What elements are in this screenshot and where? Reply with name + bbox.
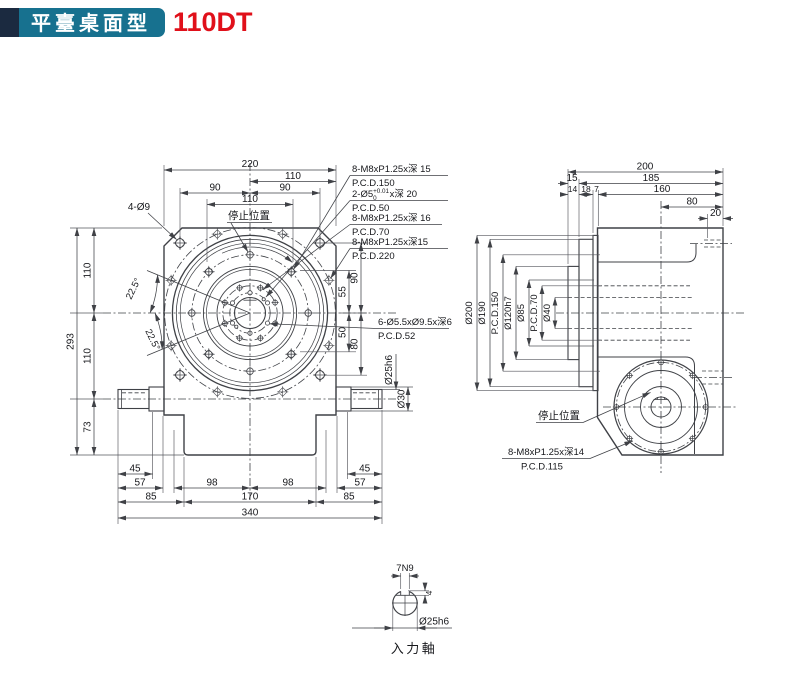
note-pcd52: P.C.D.52 — [378, 331, 415, 342]
dim-20: 20 — [710, 208, 722, 219]
front-labels: 停止位置 4-Ø9 8-M8xP1.25x深 15 P.C.D.150 2-Ø5… — [128, 164, 452, 342]
corner-holes-label: 4-Ø9 — [128, 202, 151, 213]
side-centerlines — [556, 201, 744, 473]
detail-dimensions: 7N9 4 Ø25h6 — [352, 563, 452, 631]
dim-50: 50 — [338, 326, 349, 338]
dim-45-left: 45 — [129, 463, 141, 474]
header-accent-bar — [0, 8, 19, 37]
note-pcd115: P.C.D.115 — [521, 462, 563, 473]
front-dimensions: 220 110 90 90 110 293 110 110 73 55 — [66, 159, 411, 521]
dim-90-right: 90 — [279, 182, 291, 193]
dim-340: 340 — [242, 507, 259, 518]
dim-73: 73 — [83, 421, 94, 433]
stop-position-label: 停止位置 — [228, 209, 270, 222]
dim-185: 185 — [643, 173, 660, 184]
dim-57-left: 57 — [134, 477, 146, 488]
dim-57-right: 57 — [354, 477, 366, 488]
front-pcd52-holes — [229, 290, 270, 336]
dia-200: Ø200 — [464, 301, 475, 324]
side-body — [568, 227, 724, 456]
note-pcd70-holes: 8-M8xP1.25x深 16 — [352, 213, 431, 224]
dim-45-right: 45 — [359, 463, 371, 474]
dim-98-right: 98 — [282, 477, 294, 488]
note-pcd150: P.C.D.150 — [352, 178, 395, 189]
dia-pcd150: P.C.D.150 — [490, 292, 501, 335]
side-diameter-dims: Ø200 Ø190 P.C.D.150 Ø120h7 Ø85 — [464, 235, 601, 391]
front-view: 22.5° 22.5° — [66, 159, 452, 524]
side-view: 200 15 185 14 18 7 160 80 20 — [464, 161, 744, 473]
dim-boss-dia: Ø30 — [397, 389, 408, 408]
dim-keyway-depth: 4 — [424, 590, 434, 595]
dim-200: 200 — [637, 161, 654, 172]
dim-220: 220 — [242, 159, 259, 170]
front-extension-lines — [70, 165, 413, 524]
dim-7: 7 — [594, 184, 599, 194]
front-rotation-arrow — [221, 246, 293, 263]
dim-14: 14 — [568, 184, 578, 194]
note-pcd115-holes: 8-M8xP1.25x深14 — [508, 447, 584, 458]
series-badge: 平臺桌面型 — [19, 8, 165, 37]
note-pcd220-holes: 8-M8xP1.25x深15 — [352, 237, 428, 248]
dim-18: 18 — [581, 184, 591, 194]
dia-190: Ø190 — [477, 301, 488, 324]
dim-80-vert: 80 — [350, 338, 361, 350]
front-body — [163, 227, 337, 456]
dim-shaft-dia: Ø25h6 — [384, 355, 395, 385]
note-pcd50: P.C.D.50 — [352, 203, 389, 214]
dim-293: 293 — [66, 333, 77, 350]
note-pcd70: P.C.D.70 — [352, 227, 389, 238]
dia-pcd70: P.C.D.70 — [529, 294, 540, 331]
input-shaft-label: 入力軸 — [391, 641, 438, 656]
dim-170: 170 — [242, 491, 259, 502]
note-pcd150-holes: 8-M8xP1.25x深 15 — [352, 164, 431, 175]
dim-110-center: 110 — [242, 194, 258, 205]
dia-40: Ø40 — [542, 304, 553, 322]
dim-80: 80 — [686, 196, 698, 207]
side-labels: 停止位置 8-M8xP1.25x深14 P.C.D.115 — [502, 392, 651, 473]
note-pcd220: P.C.D.220 — [352, 251, 395, 262]
dim-110-right: 110 — [285, 171, 301, 182]
side-dimensions: 200 15 185 14 18 7 160 80 20 — [558, 161, 733, 221]
dim-110-upper: 110 — [83, 262, 94, 278]
dim-55: 55 — [338, 286, 349, 298]
dia-120: Ø120h7 — [503, 296, 514, 330]
input-shaft-detail: 7N9 4 Ø25h6 入力軸 — [352, 563, 452, 656]
dia-85: Ø85 — [516, 304, 527, 322]
note-pcd52-holes: 6-Ø5.5xØ9.5x深6 — [378, 317, 452, 328]
dim-110-lower: 110 — [83, 348, 94, 364]
dim-85-left: 85 — [145, 491, 157, 502]
page-header: 平臺桌面型 110DT — [0, 8, 253, 37]
dim-90-vert: 90 — [350, 272, 361, 284]
angle-lower: 22.5° — [142, 327, 162, 352]
side-stop-position-label: 停止位置 — [538, 409, 580, 422]
dim-input-shaft-dia: Ø25h6 — [419, 617, 449, 628]
dim-15: 15 — [566, 173, 578, 184]
angle-upper: 22.5° — [124, 276, 144, 301]
dim-keyway-width: 7N9 — [396, 563, 413, 574]
model-number: 110DT — [173, 7, 253, 37]
front-corner-holes — [172, 235, 328, 383]
dim-98-left: 98 — [206, 477, 218, 488]
dim-85-right: 85 — [343, 491, 355, 502]
dim-90-left: 90 — [209, 182, 221, 193]
dim-160: 160 — [654, 184, 671, 195]
